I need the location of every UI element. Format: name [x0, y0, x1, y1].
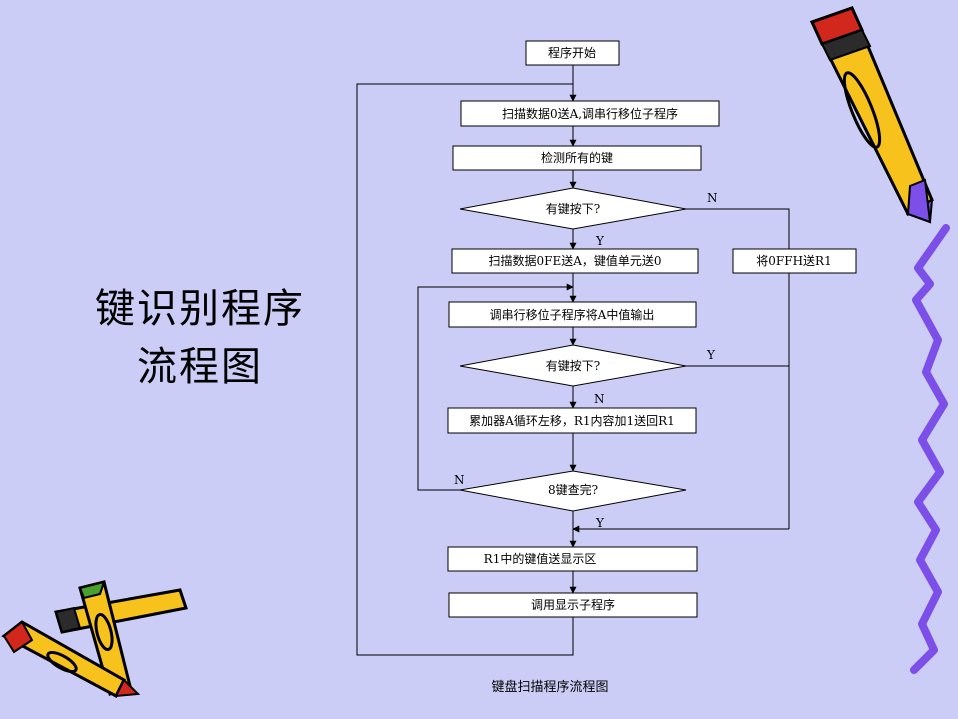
- q1-no-label: N: [707, 191, 718, 205]
- scanFE-box: [451, 248, 699, 274]
- shift-box: [448, 301, 697, 328]
- scanFE-text: 扫描数据0FE送A，键值单元送0: [488, 253, 661, 268]
- setR1-box: [732, 248, 857, 274]
- q3-text: 8键查完?: [548, 482, 598, 497]
- sendR1-text: R1中的键值送显示区: [484, 551, 597, 566]
- rotate-text: 累加器A循环左移，R1内容加1送回R1: [469, 413, 675, 428]
- flowchart-connectors: [356, 65, 790, 656]
- q1-diamond: [459, 187, 687, 230]
- crayons-bottom-left-icon: [1, 580, 188, 699]
- detect-box: [452, 145, 702, 171]
- shift-text: 调串行移位子程序将A中值输出: [490, 307, 655, 322]
- detect-text: 检测所有的键: [541, 150, 613, 165]
- q3-diamond: [459, 470, 687, 512]
- sendR1-box: [447, 546, 698, 572]
- slide-title: 键识别程序 流程图: [60, 280, 340, 396]
- slide-footer: 键盘扫描程序流程图: [491, 680, 609, 695]
- scan0-text: 扫描数据0送A,调串行移位子程序: [502, 106, 678, 121]
- q1-yes-label: Y: [595, 234, 605, 248]
- rotate-box: [447, 407, 697, 434]
- q2-diamond: [459, 344, 687, 387]
- display-text: 调用显示子程序: [531, 597, 615, 612]
- q3-yes-label: Y: [595, 516, 605, 530]
- q3-no-label: N: [454, 473, 465, 487]
- q2-no-label: N: [594, 392, 605, 406]
- start-box: [525, 40, 620, 66]
- scan0-box: [460, 100, 720, 127]
- pencil-top-right-icon: [809, 6, 934, 224]
- squiggle-line-icon: [910, 224, 950, 674]
- slide-title-line1: 键识别程序: [95, 286, 305, 332]
- start-text: 程序开始: [548, 45, 596, 60]
- q1-text: 有键按下?: [546, 202, 600, 216]
- q2-yes-label: Y: [706, 348, 716, 362]
- slide-title-line2: 流程图: [137, 344, 263, 390]
- q2-text: 有键按下?: [546, 359, 600, 373]
- setR1-text: 将0FFH送R1: [756, 253, 831, 268]
- display-box: [448, 592, 698, 618]
